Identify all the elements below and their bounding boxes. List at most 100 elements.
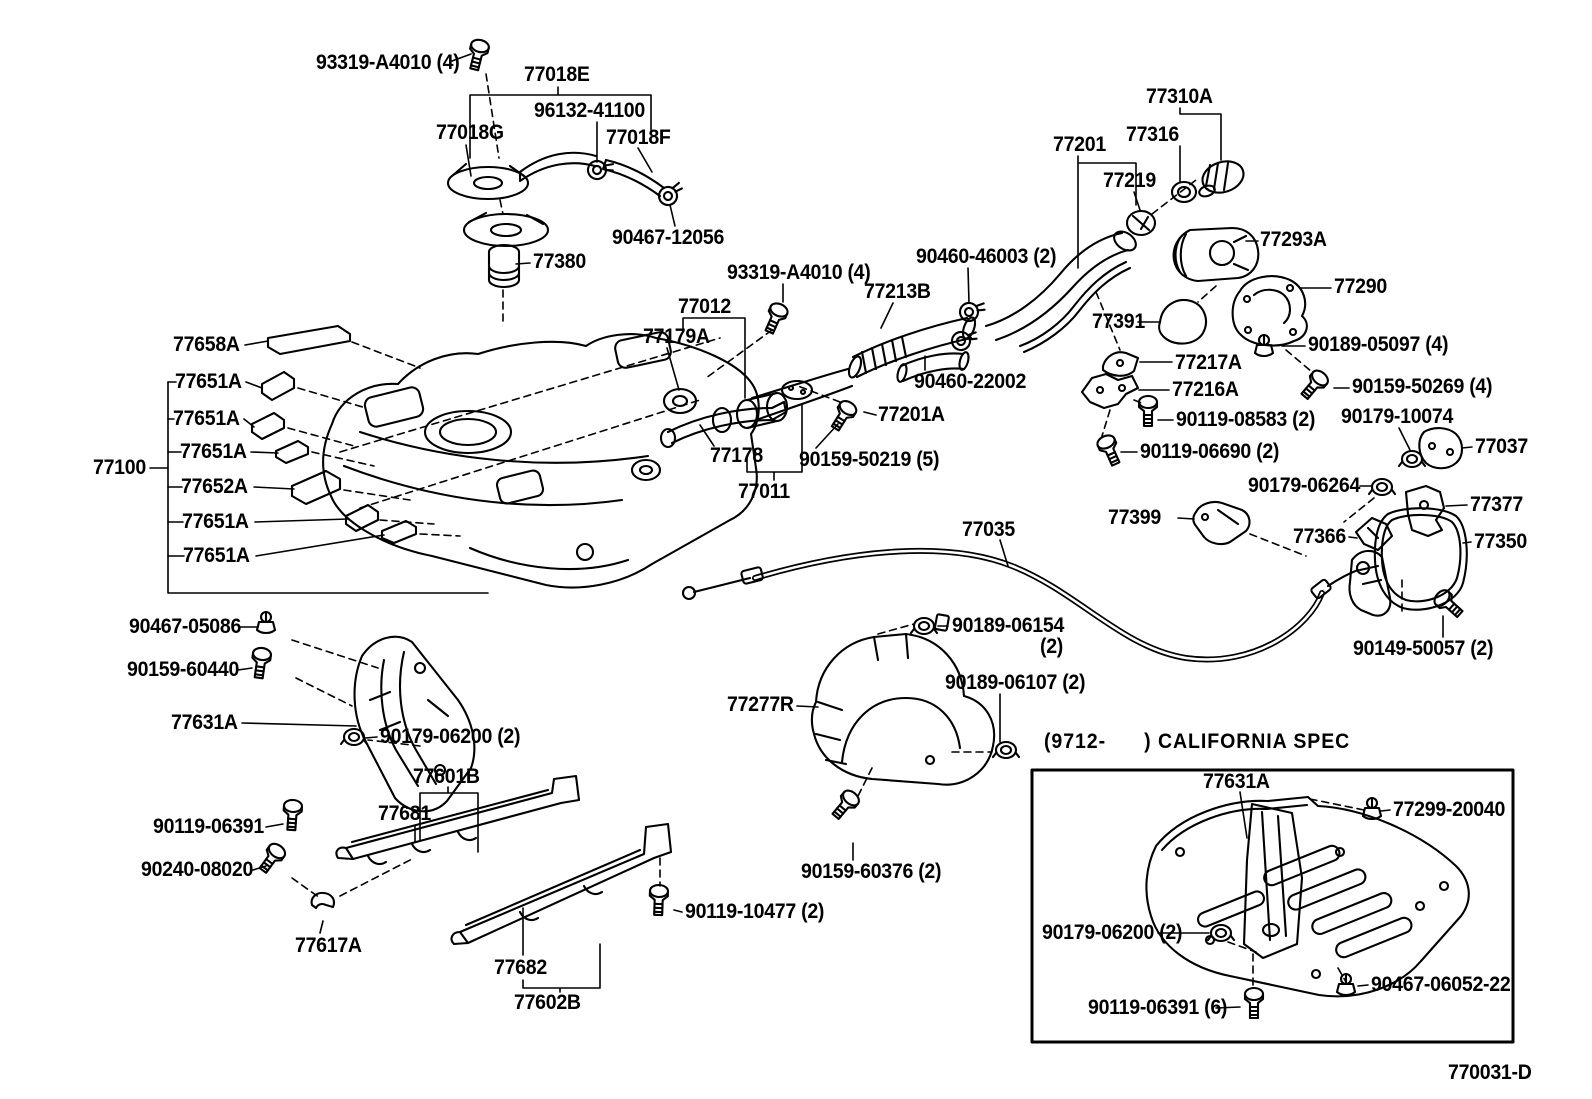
part-label-90189-05097: 90189-05097 (4) [1308, 333, 1449, 356]
nut-icon-90189-06154 [909, 616, 939, 636]
part-label-77011: 77011 [738, 480, 790, 503]
part-label-77316: 77316 [1126, 123, 1179, 146]
part-label-77681: 77681 [378, 802, 431, 825]
part-label-93319-A4010-top: 93319-A4010 (4) [316, 51, 460, 74]
fuel-lid-drawing [1192, 484, 1468, 617]
nut-icon-90179-06200 [339, 727, 369, 747]
part-label-77658A: 77658A [173, 333, 240, 356]
part-label-77399: 77399 [1108, 506, 1161, 529]
part-label-90179-06200-main: 90179-06200 (2) [380, 725, 521, 748]
part-label-77651A-4: 77651A [182, 510, 249, 533]
part-label-90189-06154-qty: (2) [1040, 635, 1064, 658]
bolt-icon-90119-10477 [648, 883, 670, 917]
part-label-90119-06391-main: 90119-06391 [153, 815, 264, 838]
part-label-77018G: 77018G [436, 121, 504, 144]
part-label-90189-06154: 90189-06154 [952, 614, 1065, 637]
part-label-77366: 77366 [1293, 525, 1346, 548]
part-label-77178: 77178 [710, 444, 763, 467]
part-label-90159-60376: 90159-60376 (2) [801, 860, 942, 883]
bolt-icon-93319-mid [759, 299, 791, 337]
part-label-90159-60440: 90159-60440 [127, 658, 240, 681]
part-label-77037: 77037 [1475, 435, 1528, 458]
clip-icon-90467-06052-22 [1335, 972, 1357, 997]
part-label-90179-10074: 90179-10074 [1341, 405, 1454, 428]
reference-dashed-lines [287, 73, 1403, 991]
bolt-icon-90159-60440 [248, 645, 273, 681]
part-label-77018F: 77018F [606, 126, 671, 149]
part-label-90179-06200-cal: 90179-06200 (2) [1042, 921, 1183, 944]
bolt-icon-90119-06391-cal [1243, 986, 1265, 1020]
part-label-90467-12056: 90467-12056 [612, 226, 725, 249]
part-label-77631A-cal: 77631A [1203, 770, 1270, 793]
part-label-90460-46003: 90460-46003 (2) [916, 245, 1057, 268]
tank-pads-drawing [250, 324, 418, 545]
part-label-77651A-5: 77651A [183, 544, 250, 567]
nut-icon-90179-06200-cal [1206, 923, 1236, 943]
part-label-77651A-2: 77651A [173, 407, 240, 430]
part-label-77277R: 77277R [727, 693, 794, 716]
part-label-77293A: 77293A [1260, 228, 1327, 251]
leader-lines [149, 53, 1473, 1009]
part-label-77617A: 77617A [295, 934, 362, 957]
part-label-77631A-main: 77631A [171, 711, 238, 734]
part-label-77377: 77377 [1470, 493, 1523, 516]
clip-icon-90189-05097 [1253, 333, 1275, 358]
part-label-96132-41100: 96132-41100 [534, 99, 645, 122]
part-label-90189-06107: 90189-06107 (2) [945, 671, 1086, 694]
part-label-77652A: 77652A [181, 475, 248, 498]
part-label-90119-06391-cal: 90119-06391 (6) [1088, 996, 1228, 1019]
bolt-icon-90119-06391 [281, 798, 304, 832]
part-label-90119-10477: 90119-10477 (2) [685, 900, 825, 923]
clamp-icon-90460-46003-b [949, 327, 979, 354]
part-label-77035: 77035 [962, 518, 1015, 541]
part-label-90240-08020: 90240-08020 [141, 858, 254, 881]
filler-shield-drawing [1158, 226, 1308, 347]
part-label-93319-A4010-mid: 93319-A4010 (4) [727, 261, 871, 284]
part-label-90159-50269: 90159-50269 (4) [1352, 375, 1493, 398]
part-label-90119-08583: 90119-08583 (2) [1176, 408, 1316, 431]
splash-shield-drawing [810, 613, 996, 786]
california-spec-drawing [1030, 768, 1515, 1044]
bolt-icon-90159-50219 [826, 397, 860, 435]
part-label-77216A: 77216A [1172, 378, 1239, 401]
part-label-77380: 77380 [533, 250, 586, 273]
part-label-77310A: 77310A [1146, 85, 1213, 108]
clip-icon-90467-05086 [255, 610, 277, 635]
part-label-77682: 77682 [494, 956, 547, 979]
tank-straps-drawing [310, 774, 673, 946]
bolt-icon-90149-50057 [1430, 586, 1467, 622]
part-label-77018E: 77018E [524, 63, 590, 86]
release-cable-drawing [681, 547, 1371, 663]
bolt-icon-90119-08583 [1137, 394, 1159, 428]
tank-protector-drawing [353, 635, 476, 813]
part-label-77290: 77290 [1334, 275, 1387, 298]
part-label-77213B: 77213B [864, 280, 931, 303]
filler-pipe-drawing [847, 160, 1245, 383]
part-label-77350: 77350 [1474, 530, 1527, 553]
bolt-icon-90159-50269 [1296, 366, 1332, 404]
part-label-77100: 77100 [93, 456, 146, 479]
part-label-77201: 77201 [1053, 133, 1106, 156]
nut-icon-90189-06107 [991, 740, 1021, 760]
fuel-tank-drawing [322, 331, 854, 589]
part-label-77299-20040: 77299-20040 [1393, 798, 1506, 821]
part-label-90467-05086: 90467-05086 [129, 615, 242, 638]
california-spec-title: (9712- ) CALIFORNIA SPEC [1044, 730, 1351, 753]
fuel-pump-and-tube-drawing [630, 379, 814, 482]
part-label-90460-22002: 90460-22002 [914, 370, 1027, 393]
part-label-77601B: 77601B [413, 765, 480, 788]
part-label-77651A-3: 77651A [180, 440, 247, 463]
drawing-number: 770031-D [1448, 1061, 1532, 1084]
part-label-90467-06052-22: 90467-06052-22 [1371, 973, 1511, 996]
breather-hose-assembly-drawing [446, 151, 666, 289]
bolt-icon-90119-06690 [1094, 431, 1126, 469]
nut-icon-90179-06264 [1367, 477, 1397, 497]
part-label-77179A: 77179A [643, 325, 710, 348]
part-label-90119-06690: 90119-06690 (2) [1140, 440, 1280, 463]
bolt-icon-90240-08020 [254, 839, 289, 877]
part-label-77201A: 77201A [878, 403, 945, 426]
part-label-77391: 77391 [1092, 310, 1145, 333]
part-label-77012: 77012 [678, 295, 731, 318]
